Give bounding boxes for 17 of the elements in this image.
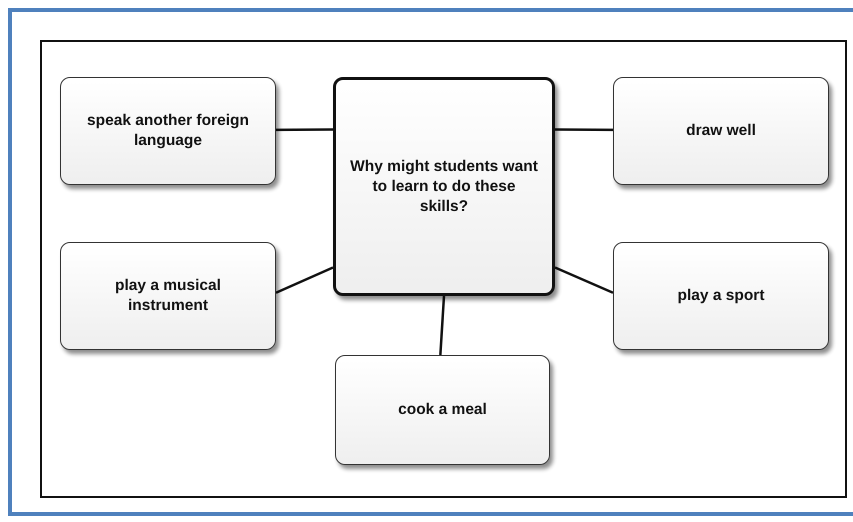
connector-line (276, 266, 334, 294)
central-question-box (333, 77, 555, 296)
connector-line (439, 296, 446, 356)
idea-box (335, 355, 550, 465)
skill-text: cook a meal (398, 400, 487, 420)
connector-line (554, 266, 614, 294)
idea-box (613, 242, 829, 350)
idea-box (60, 77, 276, 185)
skill-text: play a sport (678, 286, 764, 306)
idea-box (60, 242, 276, 350)
idea-box (613, 77, 829, 185)
connector-line (276, 128, 333, 132)
question-text: Why might students want to learn to do these skills? (350, 156, 538, 216)
skill-text: play a musical instrument (114, 276, 222, 316)
skill-text: draw well (686, 121, 756, 141)
connector-line (555, 128, 613, 132)
skill-text: speak another foreign language (86, 111, 250, 151)
